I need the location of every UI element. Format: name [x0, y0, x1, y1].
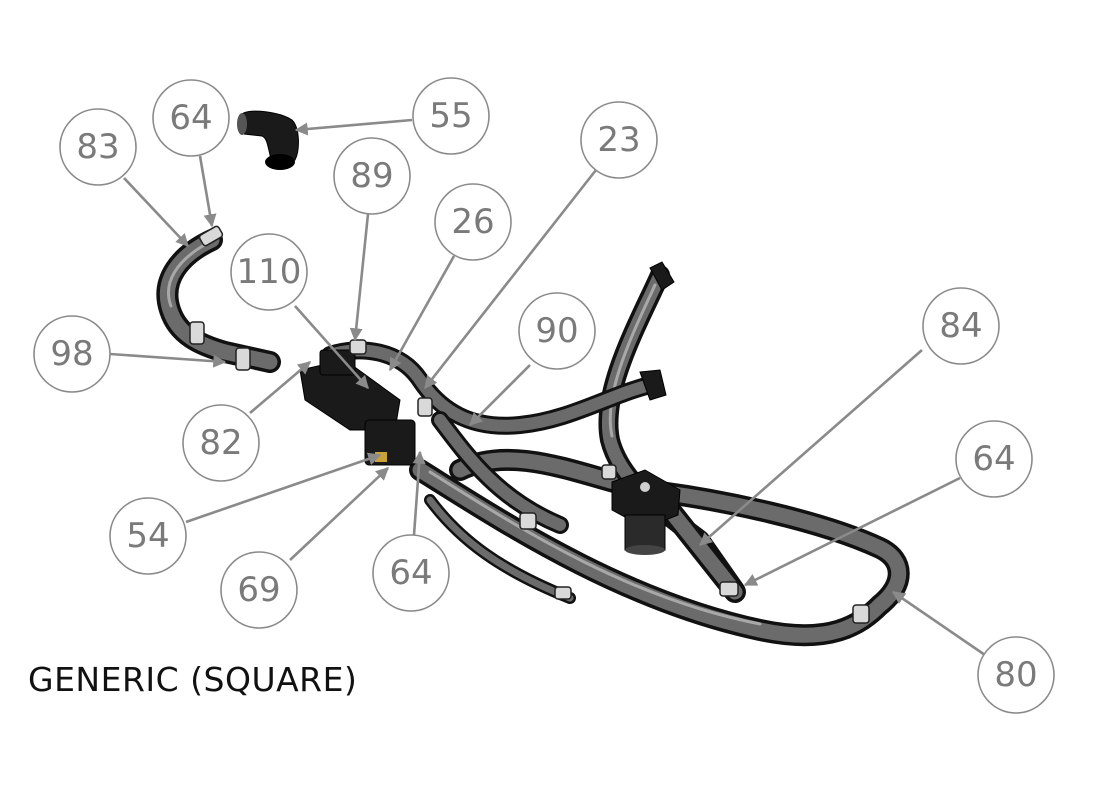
leader-84 — [699, 349, 923, 546]
balloon-64-right: 64 — [955, 420, 1033, 498]
leader-69 — [289, 467, 389, 561]
hose-upper-left — [156, 229, 281, 373]
leader-lines — [109, 118, 986, 657]
leader-83 — [123, 177, 189, 247]
leader-80 — [891, 590, 986, 657]
balloon-23: 23 — [580, 101, 658, 179]
leader-26 — [388, 255, 456, 372]
balloon-label-98: 98 — [50, 334, 93, 374]
leader-54 — [185, 452, 382, 524]
balloon-label-54: 54 — [126, 516, 169, 556]
hose-diagonal-84 — [659, 499, 746, 603]
balloon-80: 80 — [977, 636, 1055, 714]
leader-89 — [349, 213, 370, 342]
balloon-label-64-bottom: 64 — [389, 553, 432, 593]
balloon-label-26: 26 — [451, 202, 494, 242]
balloon-label-110: 110 — [237, 252, 302, 292]
fitting-top-right — [639, 261, 675, 401]
hose-lower-thin — [424, 494, 576, 604]
leader-23 — [423, 169, 598, 390]
filter-canister — [611, 469, 681, 555]
balloon-90: 90 — [518, 292, 596, 370]
leader-64-right — [743, 476, 961, 587]
balloon-98: 98 — [33, 315, 111, 393]
diagram-caption: GENERIC (SQUARE) — [28, 660, 358, 699]
balloon-label-83: 83 — [76, 127, 119, 167]
balloon-64-bottom: 64 — [372, 534, 450, 612]
balloon-69: 69 — [220, 551, 298, 629]
leader-82 — [249, 361, 311, 414]
leader-64-bottom — [412, 450, 426, 536]
balloon-110: 110 — [230, 233, 308, 311]
balloon-label-69: 69 — [237, 570, 280, 610]
balloon-label-90: 90 — [535, 311, 578, 351]
balloon-label-64-top: 64 — [169, 98, 212, 138]
balloon-label-64-right: 64 — [972, 439, 1015, 479]
balloon-83: 83 — [59, 108, 137, 186]
balloon-84: 84 — [922, 287, 1000, 365]
hose-clamps — [189, 225, 870, 624]
leader-98 — [109, 352, 227, 368]
balloon-label-23: 23 — [597, 120, 640, 160]
callout-balloons: 83 64 55 89 26 23 — [33, 77, 1055, 714]
hose-middle-loop — [321, 341, 659, 435]
balloon-64-top: 64 — [152, 79, 230, 157]
balloon-label-84: 84 — [939, 306, 982, 346]
balloon-89: 89 — [333, 137, 411, 215]
leader-64-top — [198, 155, 217, 228]
hose-cross — [431, 411, 569, 534]
leader-90 — [469, 364, 531, 426]
balloon-26: 26 — [434, 183, 512, 261]
leader-110 — [294, 305, 369, 389]
balloon-label-89: 89 — [350, 156, 393, 196]
hose-assembly — [156, 110, 910, 647]
balloon-label-82: 82 — [199, 423, 242, 463]
balloon-82: 82 — [182, 404, 260, 482]
leader-55 — [294, 118, 413, 136]
balloon-54: 54 — [109, 497, 187, 575]
elbow-fitting-55 — [237, 110, 299, 170]
balloon-label-80: 80 — [994, 655, 1037, 695]
balloon-label-55: 55 — [429, 96, 472, 136]
balloon-55: 55 — [412, 77, 490, 155]
